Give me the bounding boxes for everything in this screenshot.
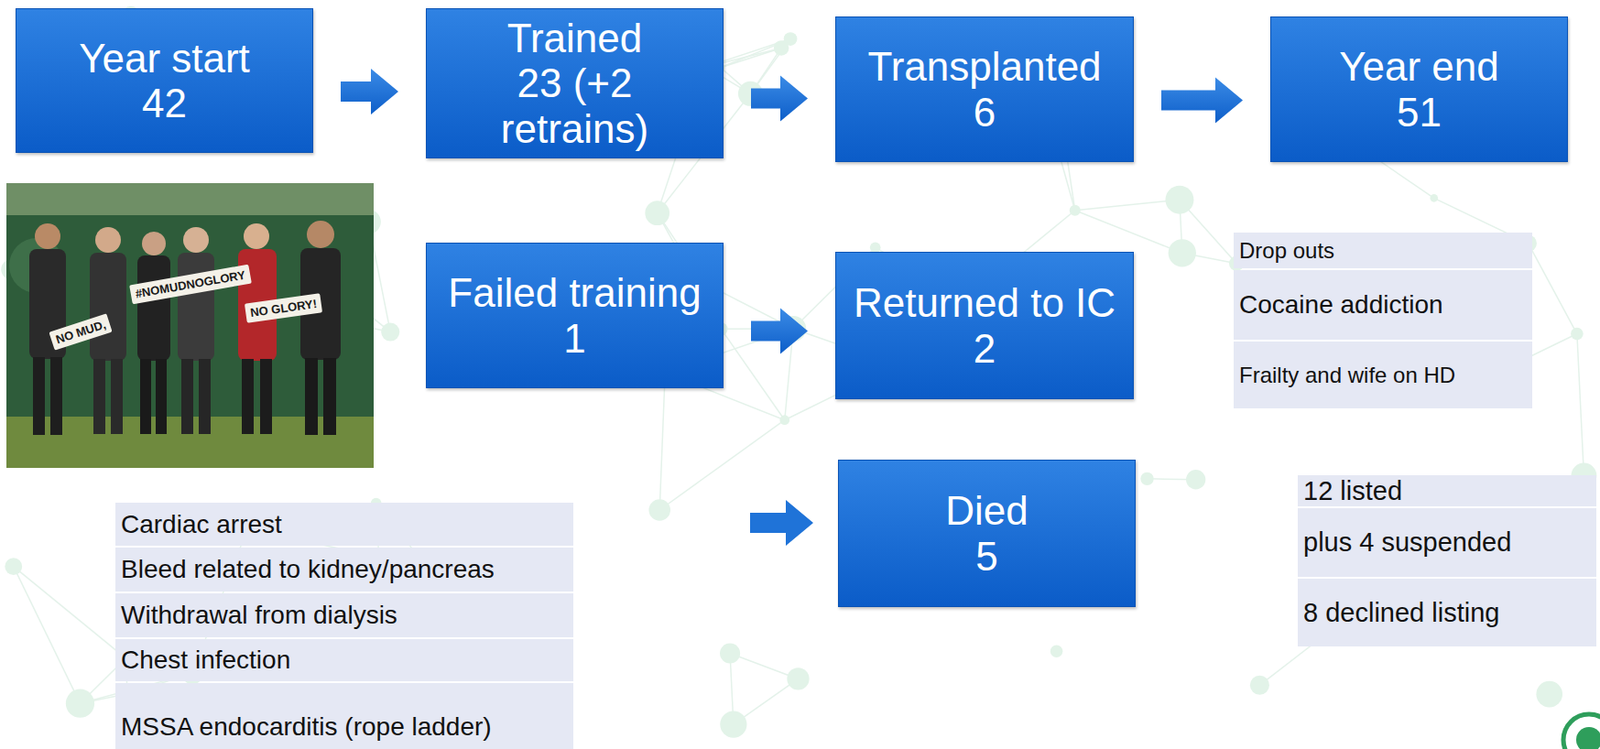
box-heading: Died <box>945 488 1029 534</box>
died-arrow <box>750 500 814 546</box>
network-dot <box>786 667 809 690</box>
network-line <box>659 372 665 511</box>
table-cell: MSSA endocarditis (rope ladder) <box>115 683 574 749</box>
cell-text: Bleed related to kidney/pancreas <box>120 555 495 585</box>
network-dot <box>719 643 741 664</box>
table-cell: plus 4 suspended <box>1297 508 1597 577</box>
box-heading: Failed training <box>447 270 701 316</box>
box-value: 5 <box>975 533 998 579</box>
box-heading: Returned to IC <box>853 280 1116 326</box>
cell-text: 12 listed <box>1303 476 1403 507</box>
network-line <box>13 566 81 705</box>
cell-text: 8 declined listing <box>1303 598 1500 629</box>
photo-ground <box>6 183 374 469</box>
box-heading: Trained <box>507 15 643 61</box>
cell-text: plus 4 suspended <box>1303 527 1512 558</box>
network-dot <box>1140 472 1154 486</box>
table-cell: Cardiac arrest <box>115 502 574 546</box>
box-heading: Year start <box>78 35 251 81</box>
network-dot <box>1168 239 1197 267</box>
box-value: 42 <box>141 80 187 126</box>
table-cell: 8 declined listing <box>1297 578 1597 647</box>
network-dot <box>1050 645 1064 659</box>
table-cell: 12 listed <box>1297 475 1597 507</box>
table-cell: Withdrawal from dialysis <box>115 593 574 638</box>
process-box: Year start42 <box>15 8 314 153</box>
cell-text: Cocaine addiction <box>1239 290 1444 320</box>
network-line <box>1075 210 1183 254</box>
network-dot <box>1570 327 1584 341</box>
network-line <box>1075 199 1180 211</box>
network-line <box>1528 243 1578 335</box>
network-line <box>659 420 785 511</box>
block-arrow <box>340 68 399 115</box>
cell-text: Frailty and wife on HD <box>1239 362 1456 389</box>
process-box: Trained23 (+2 retrains) <box>425 8 724 159</box>
network-dot <box>648 499 671 522</box>
box-value: 51 <box>1396 89 1442 135</box>
block-arrow <box>751 76 808 122</box>
network-line <box>13 566 126 659</box>
network-dot <box>1164 185 1194 215</box>
table-cell: Chest infection <box>115 639 574 682</box>
network-dot <box>1186 469 1206 490</box>
network-dot <box>1069 205 1081 217</box>
network-dot <box>1535 681 1563 708</box>
box-heading: Transplanted <box>867 43 1101 89</box>
table-cell: Bleed related to kidney/pancreas <box>115 547 574 592</box>
cell-text: Withdrawal from dialysis <box>120 600 398 631</box>
network-dot <box>4 557 22 576</box>
box-heading: Year end <box>1338 43 1500 89</box>
network-line <box>720 39 791 68</box>
process-box: Returned to IC2 <box>835 251 1134 400</box>
cell-text: Cardiac arrest <box>120 510 283 540</box>
network-dot <box>65 689 95 719</box>
network-dot <box>719 710 747 738</box>
cell-text: Drop outs <box>1239 238 1335 264</box>
block-arrow <box>1161 77 1243 124</box>
table-cell: Drop outs <box>1233 232 1533 269</box>
box-value: 2 <box>973 326 996 371</box>
cell-text: MSSA endocarditis (rope ladder) <box>120 712 492 742</box>
network-dot <box>644 200 670 226</box>
cell-text: Chest infection <box>120 645 291 675</box>
network-dot <box>779 414 790 425</box>
process-box: Failed training1 <box>425 242 724 389</box>
process-box: Year end51 <box>1270 16 1568 163</box>
box-value: 6 <box>973 89 996 135</box>
process-box: Transplanted6 <box>835 16 1134 163</box>
network-dot <box>773 40 790 56</box>
process-box: Died5 <box>838 459 1136 608</box>
network-dot <box>380 322 400 341</box>
block-arrow <box>751 308 808 355</box>
box-value: 23 (+2 retrains) <box>439 60 710 152</box>
network-line <box>1577 334 1585 477</box>
network-dot <box>1250 675 1270 696</box>
photo-trees <box>6 183 374 220</box>
table-cell: Frailty and wife on HD <box>1233 341 1533 409</box>
table-cell: Cocaine addiction <box>1233 270 1533 340</box>
network-dot <box>1429 194 1438 203</box>
box-value: 1 <box>563 315 586 361</box>
photo-people <box>29 220 341 436</box>
logo-mark <box>1563 714 1600 749</box>
